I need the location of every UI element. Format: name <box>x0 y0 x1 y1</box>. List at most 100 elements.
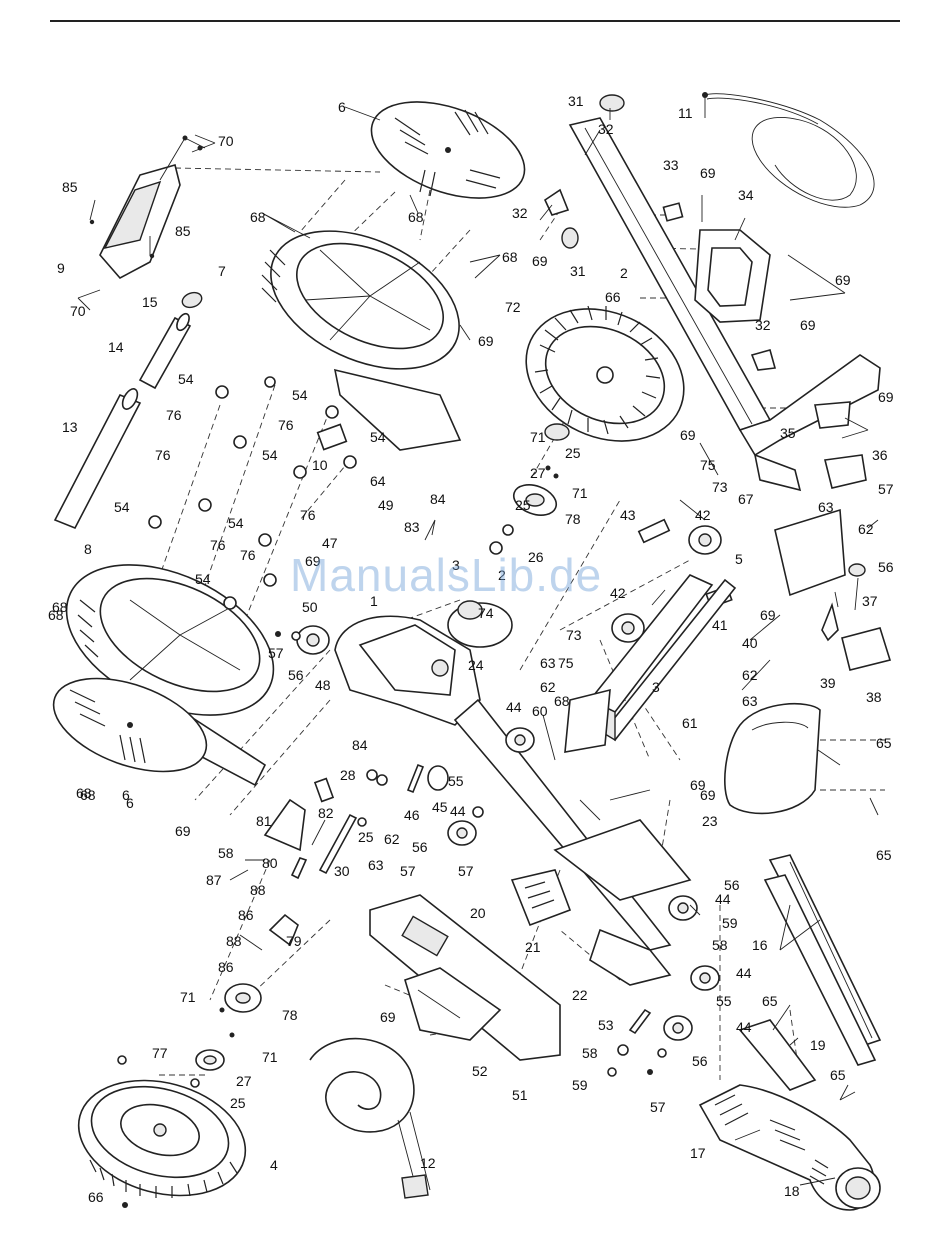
callout-57: 57 <box>878 481 894 497</box>
callout-56: 56 <box>692 1053 708 1069</box>
callout-2: 2 <box>498 567 506 583</box>
callout-56: 56 <box>878 559 894 575</box>
parts-81-82-80-79-30 <box>263 769 388 947</box>
callout-44: 44 <box>450 803 466 819</box>
callout-71: 71 <box>262 1049 278 1065</box>
part-pulley-48 <box>275 625 330 655</box>
callout-68: 68 <box>52 599 68 615</box>
callout-24: 24 <box>468 657 484 673</box>
callout-53: 53 <box>598 1017 614 1033</box>
callout-80: 80 <box>262 855 278 871</box>
part-fan-shroud-7 <box>261 230 462 451</box>
callout-60: 60 <box>532 703 548 719</box>
callout-76: 76 <box>210 537 226 553</box>
callout-39: 39 <box>820 675 836 691</box>
callout-73: 73 <box>712 479 728 495</box>
callout-54: 54 <box>195 571 211 587</box>
parts-caps-31-32 <box>543 94 777 371</box>
callout-68: 68 <box>554 693 570 709</box>
callout-69: 69 <box>478 333 494 349</box>
callout-6: 6 <box>338 99 346 115</box>
callout-65: 65 <box>830 1067 846 1083</box>
callout-88: 88 <box>226 933 242 949</box>
part-vent-cover-6-top <box>370 101 526 199</box>
callout-6: 6 <box>122 787 130 803</box>
callout-25: 25 <box>358 829 374 845</box>
callout-58: 58 <box>582 1045 598 1061</box>
callout-68: 68 <box>250 209 266 225</box>
callout-74: 74 <box>478 605 494 621</box>
callout-32: 32 <box>598 121 614 137</box>
part-handle-9 <box>77 135 206 311</box>
callout-54: 54 <box>178 371 194 387</box>
callout-47: 47 <box>322 535 338 551</box>
callout-55: 55 <box>448 773 464 789</box>
callout-84: 84 <box>352 737 368 753</box>
callout-54: 54 <box>370 429 386 445</box>
callout-65: 65 <box>762 993 778 1009</box>
callout-88: 88 <box>250 882 266 898</box>
callout-13: 13 <box>62 419 78 435</box>
callout-4: 4 <box>270 1157 278 1173</box>
callout-36: 36 <box>872 447 888 463</box>
callout-59: 59 <box>722 915 738 931</box>
callout-25: 25 <box>515 497 531 513</box>
part-fan-shroud-8 <box>65 564 275 787</box>
callout-69: 69 <box>835 272 851 288</box>
callout-68: 68 <box>76 785 92 801</box>
callout-57: 57 <box>400 863 416 879</box>
part-seat-23 <box>724 702 821 815</box>
parts-45-46-55 <box>406 763 484 818</box>
callout-76: 76 <box>166 407 182 423</box>
callout-30: 30 <box>334 863 350 879</box>
bearing-group-upper <box>489 423 570 555</box>
callout-44: 44 <box>715 891 731 907</box>
callout-68: 68 <box>502 249 518 265</box>
callout-56: 56 <box>412 839 428 855</box>
callout-62: 62 <box>742 667 758 683</box>
callout-77: 77 <box>152 1045 168 1061</box>
callout-43: 43 <box>620 507 636 523</box>
callout-14: 14 <box>108 339 124 355</box>
callout-69: 69 <box>175 823 191 839</box>
callout-79: 79 <box>286 933 302 949</box>
callout-17: 17 <box>690 1145 706 1161</box>
callout-28: 28 <box>340 767 356 783</box>
callout-82: 82 <box>318 805 334 821</box>
callout-76: 76 <box>155 447 171 463</box>
callout-10: 10 <box>312 457 328 473</box>
callout-65: 65 <box>876 847 892 863</box>
callout-44: 44 <box>506 699 522 715</box>
callout-15: 15 <box>142 294 158 310</box>
callout-69: 69 <box>380 1009 396 1025</box>
callout-42: 42 <box>610 585 626 601</box>
callout-40: 40 <box>742 635 758 651</box>
callout-46: 46 <box>404 807 420 823</box>
callout-44: 44 <box>736 1019 752 1035</box>
callout-86: 86 <box>218 959 234 975</box>
callout-69: 69 <box>700 165 716 181</box>
callout-56: 56 <box>288 667 304 683</box>
callout-41: 41 <box>712 617 728 633</box>
callout-66: 66 <box>88 1189 104 1205</box>
callout-42: 42 <box>695 507 711 523</box>
callout-68: 68 <box>48 607 64 623</box>
callout-59: 59 <box>572 1077 588 1093</box>
rollers-42 <box>611 518 733 643</box>
watermark: ManualsLib.de <box>290 549 603 601</box>
callout-20: 20 <box>470 905 486 921</box>
callout-21: 21 <box>525 939 541 955</box>
callout-52: 52 <box>472 1063 488 1079</box>
rollers-44 <box>447 727 720 1041</box>
callout-48: 48 <box>315 677 331 693</box>
callout-33: 33 <box>663 157 679 173</box>
callout-69: 69 <box>680 427 696 443</box>
callout-56: 56 <box>724 877 740 893</box>
callout-50: 50 <box>302 599 318 615</box>
callout-75: 75 <box>700 457 716 473</box>
callout-70: 70 <box>70 303 86 319</box>
bearing-group-lower <box>117 983 262 1088</box>
callout-62: 62 <box>858 521 874 537</box>
